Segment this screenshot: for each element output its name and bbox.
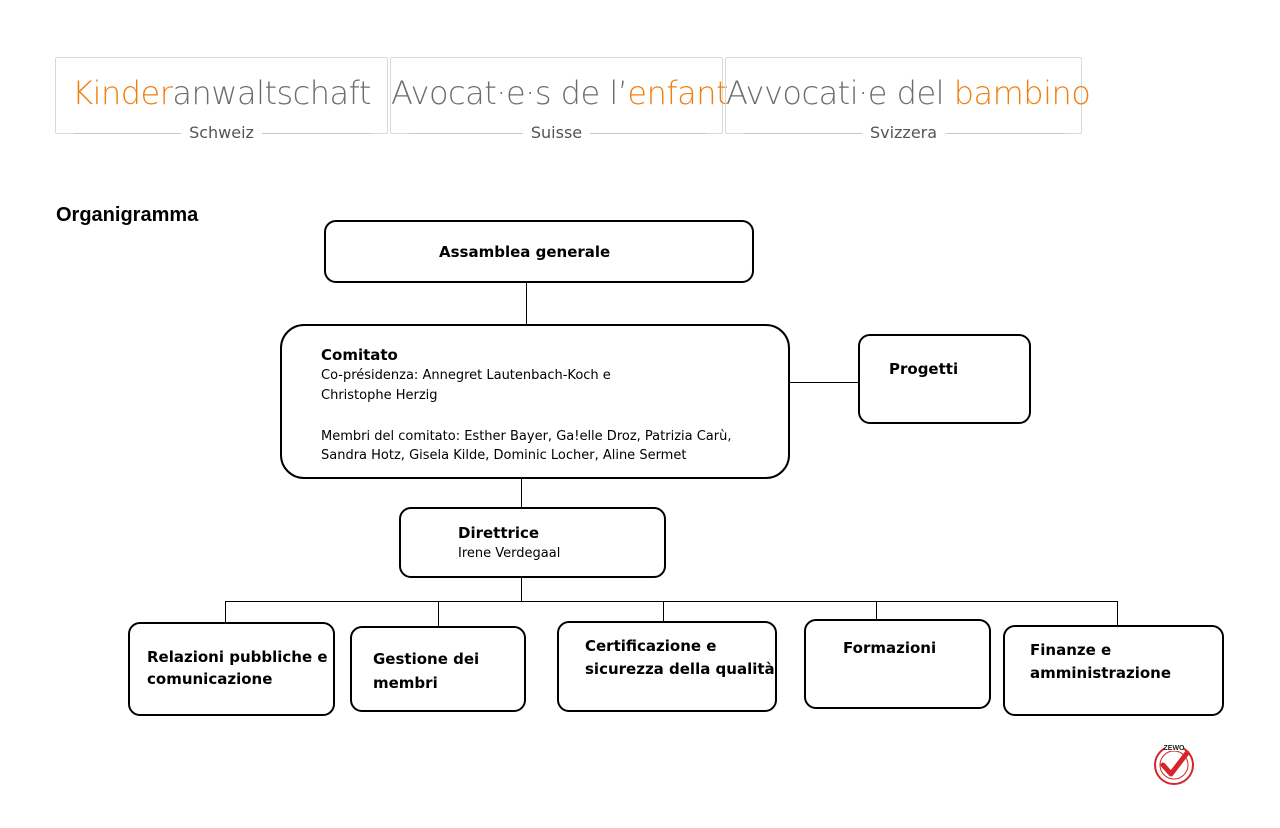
- node-title-line1: Finanze e: [1030, 641, 1112, 659]
- logo-rule-left: [744, 133, 872, 134]
- logo-rule-left: [409, 133, 524, 134]
- logo-rule-right: [589, 133, 706, 134]
- logo-main-text: Avocat·e·s de l’enfant: [391, 74, 729, 112]
- node-title: Assamblea generale: [439, 243, 611, 261]
- logo-rule-left: [74, 133, 186, 134]
- connector-assemblea-comitato: [526, 283, 527, 326]
- zewo-checkmark-seal-icon: ZEWO: [1151, 741, 1197, 787]
- node-title: Formazioni: [843, 639, 937, 657]
- node-title-line1: Gestione dei: [373, 650, 480, 668]
- logo-rule-right: [261, 133, 371, 134]
- node-title-line1: Certificazione e: [585, 637, 717, 655]
- node-title: Progetti: [889, 360, 959, 378]
- logo-main-text: Avvocati·e del bambino: [726, 74, 1091, 112]
- connector-horizontal-bus: [225, 601, 1118, 602]
- logo-avvocati-bambino: Avvocati·e del bambino Svizzera: [725, 57, 1091, 142]
- node-progetti: Progetti: [858, 334, 1031, 424]
- node-certificazione: Certificazione e sicurezza della qualità: [557, 621, 777, 712]
- node-title-line1: Relazioni pubbliche e: [147, 648, 328, 666]
- node-title: Direttrice: [458, 524, 540, 542]
- node-title-line2: amministrazione: [1030, 664, 1171, 682]
- logo-avocates-enfant: Avocat·e·s de l’enfant Suisse: [390, 57, 729, 142]
- node-gestione-membri: Gestione dei membri: [350, 626, 526, 712]
- logo-main-text: Kinderanwaltschaft: [72, 74, 371, 112]
- logo-kinderanwaltschaft: Kinderanwaltschaft Schweiz: [55, 57, 388, 142]
- comitato-members-line2: Sandra Hotz, Gisela Kilde, Dominic Loche…: [321, 448, 687, 463]
- comitato-copresidency-line2: Christophe Herzig: [321, 388, 438, 403]
- node-title-line2: sicurezza della qualità: [585, 660, 775, 678]
- page-title: Organigramma: [56, 204, 199, 226]
- node-comitato: Comitato Co-présidenza: Annegret Lautenb…: [280, 324, 790, 479]
- svg-text:ZEWO: ZEWO: [1164, 745, 1186, 752]
- connector-direttrice-bus: [521, 577, 522, 601]
- node-title: Comitato: [321, 346, 398, 364]
- node-direttrice: Direttrice Irene Verdegaal: [399, 507, 666, 578]
- logo-subtitle: Suisse: [391, 123, 722, 142]
- comitato-members-line1: Membri del comitato: Esther Bayer, Ga!el…: [321, 429, 732, 444]
- connector-drop-gestione: [438, 601, 439, 626]
- connector-comitato-direttrice: [521, 478, 522, 508]
- connector-comitato-progetti: [789, 382, 859, 383]
- logo-subtitle: Schweiz: [56, 123, 387, 142]
- node-formazioni: Formazioni: [804, 619, 991, 709]
- connector-drop-finanze: [1117, 601, 1118, 626]
- node-assemblea-generale: Assamblea generale: [324, 220, 754, 283]
- connector-drop-relazioni: [225, 601, 226, 624]
- node-title-line2: membri: [373, 674, 438, 692]
- comitato-copresidency-line1: Co-présidenza: Annegret Lautenbach-Koch …: [321, 368, 611, 383]
- logo-subtitle: Svizzera: [726, 123, 1081, 142]
- node-title-line2: comunicazione: [147, 670, 273, 688]
- node-finanze: Finanze e amministrazione: [1003, 625, 1224, 716]
- connector-drop-formazioni: [876, 601, 877, 620]
- node-relazioni-pubbliche: Relazioni pubbliche e comunicazione: [128, 622, 335, 716]
- connector-drop-certificazione: [663, 601, 664, 622]
- logo-rule-right: [948, 133, 1065, 134]
- direttrice-name: Irene Verdegaal: [458, 546, 561, 561]
